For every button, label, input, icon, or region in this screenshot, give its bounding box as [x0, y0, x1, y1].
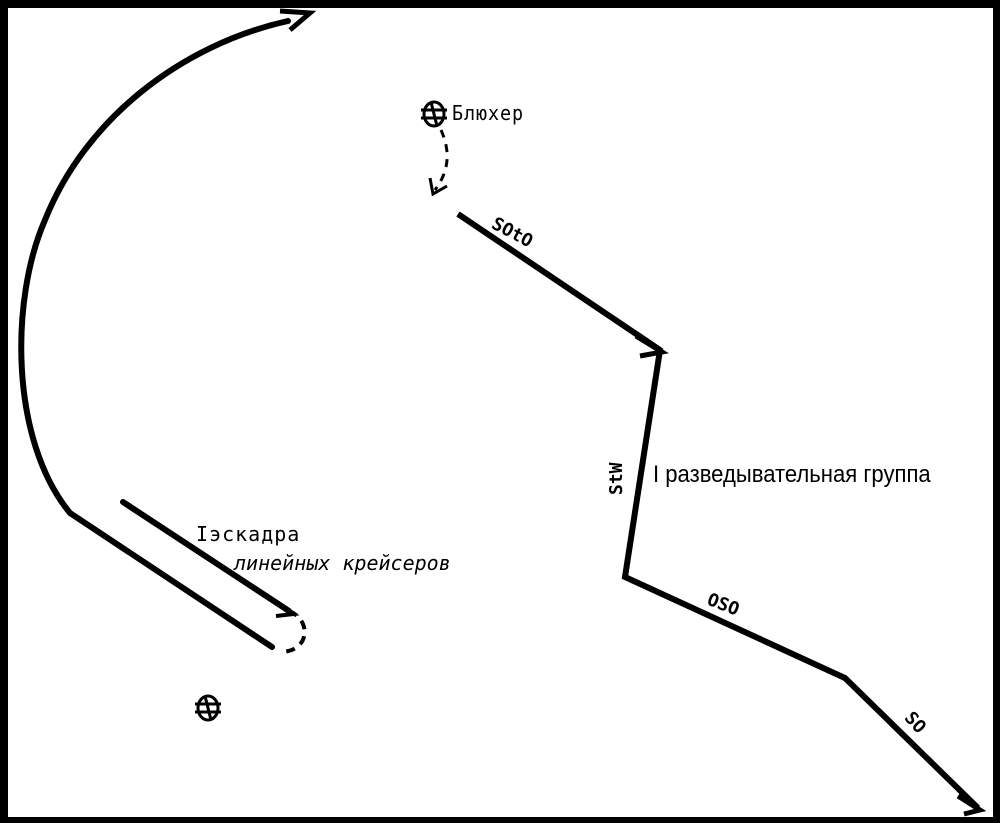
squadron-track-arrowhead [279, 8, 317, 32]
blucher-label: Блюхер [452, 101, 524, 125]
scouting-group-arrowhead-end [956, 793, 987, 817]
blucher-track-arrowhead [428, 177, 448, 197]
squadron-curved-track [18, 18, 291, 650]
squadron-approach-line [120, 499, 292, 614]
squadron-label-line1: Iэскадра [196, 522, 301, 546]
blucher-dashed-track [433, 129, 449, 191]
squadron-dashed-turn [279, 609, 307, 654]
scouting-group-label: I разведывательная группа [653, 461, 931, 488]
scouting-group-arrowhead-1 [634, 333, 669, 359]
squadron-ship-symbol [195, 694, 221, 722]
scouting-group-track [456, 211, 981, 811]
blucher-ship-symbol [421, 100, 447, 128]
squadron-label-line2: линейных крейсеров [234, 551, 451, 575]
